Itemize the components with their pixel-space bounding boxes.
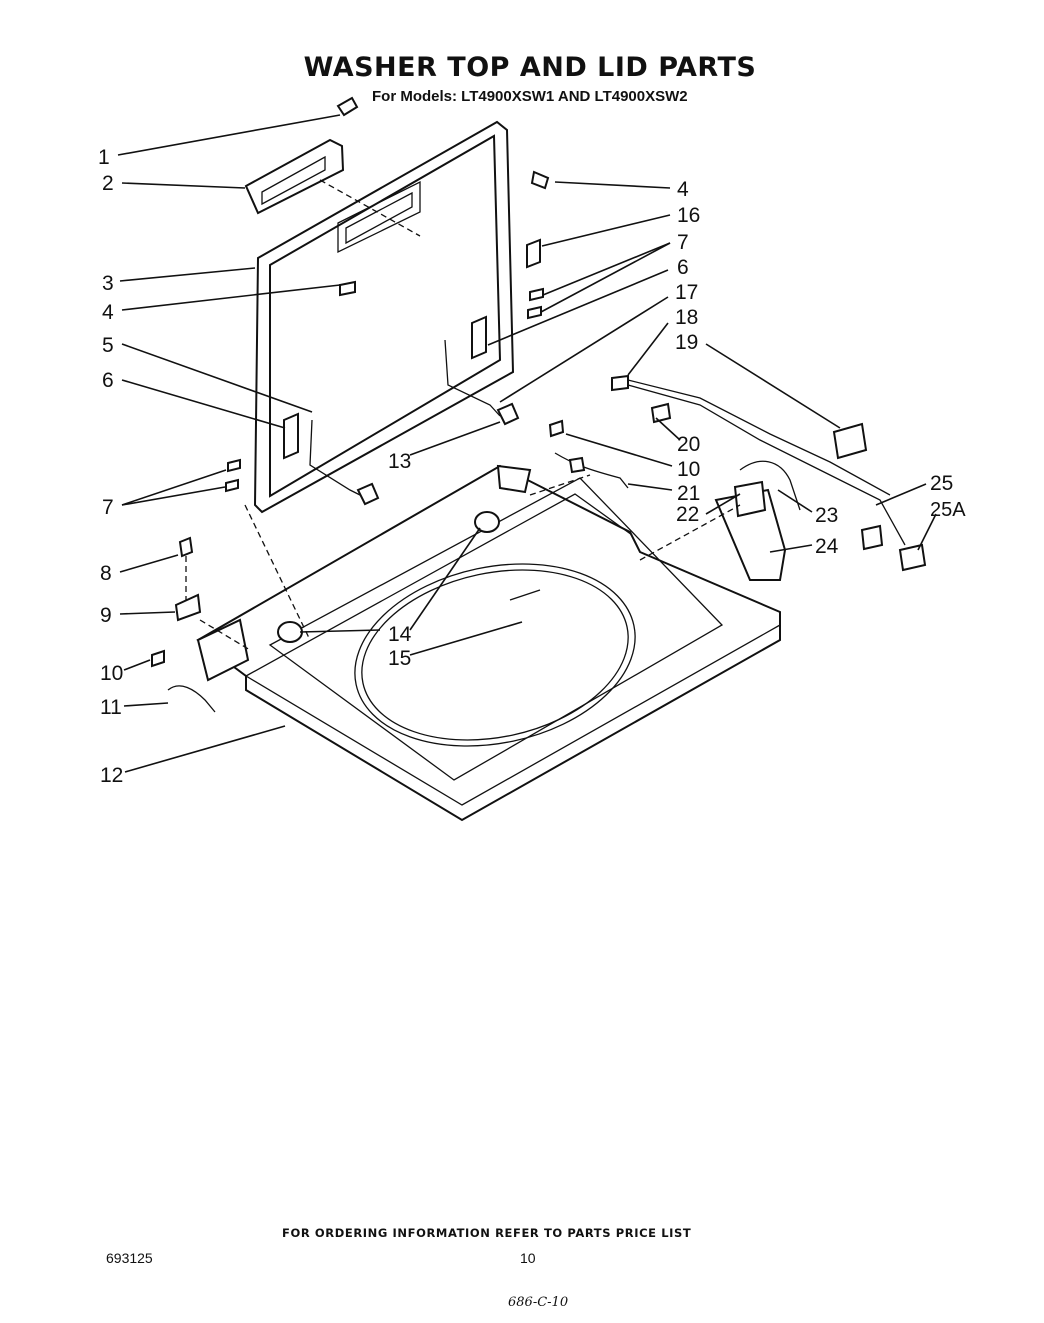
callout-12: 12: [100, 764, 123, 787]
ordering-note: FOR ORDERING INFORMATION REFER TO PARTS …: [282, 1226, 692, 1240]
callout-9: 9: [100, 604, 112, 627]
callout-5: 5: [102, 334, 114, 357]
lid-switch-assembly: [611, 374, 927, 581]
callout-24: 24: [815, 535, 839, 558]
callout-6-left: 6: [102, 369, 114, 392]
callout-17: 17: [675, 281, 698, 304]
callout-1: 1: [98, 146, 110, 169]
callout-8: 8: [100, 562, 112, 585]
callout-21: 21: [677, 482, 700, 505]
callout-19: 19: [675, 331, 698, 354]
lid-handle: [244, 96, 421, 237]
callout-10-right: 10: [677, 458, 700, 481]
page-title: WASHER TOP AND LID PARTS: [303, 52, 757, 83]
callout-16: 16: [677, 204, 700, 227]
callout-18: 18: [675, 306, 698, 329]
guide-lines: [244, 474, 741, 641]
callout-15: 15: [388, 647, 411, 670]
right-hinge-parts: [548, 419, 629, 489]
callout-11: 11: [100, 696, 122, 719]
callout-7-left: 7: [102, 496, 114, 519]
lid-bumpers: [309, 339, 520, 506]
washer-top: [196, 464, 781, 822]
document-number: 693125: [106, 1250, 153, 1266]
callout-22: 22: [676, 503, 699, 526]
lid-hinges: [225, 170, 550, 493]
callout-13: 13: [388, 450, 411, 473]
callout-4-left: 4: [102, 301, 114, 324]
page-number: 10: [520, 1250, 536, 1266]
callout-4-right: 4: [677, 178, 689, 201]
page-subtitle: For Models: LT4900XSW1 AND LT4900XSW2: [372, 88, 688, 105]
callout-3: 3: [102, 272, 114, 295]
callout-numbers: 1 2 3 4 5 6 7 8 9 10 11 12 13 14 15 4 16…: [98, 146, 966, 787]
callout-23: 23: [815, 504, 838, 527]
callout-2: 2: [102, 172, 114, 195]
callout-14: 14: [388, 623, 412, 646]
callout-lines: [117, 114, 937, 773]
top-bumpers: [277, 511, 541, 643]
lid-frame: [253, 120, 515, 514]
callout-7-right: 7: [677, 231, 689, 254]
callout-25a: 25A: [930, 499, 966, 521]
callout-25: 25: [930, 472, 953, 495]
callout-6-right: 6: [677, 256, 689, 279]
handwritten-note: 686-C-10: [508, 1295, 569, 1310]
callout-20: 20: [677, 433, 700, 456]
left-hinge-parts: [151, 536, 251, 713]
callout-10-left: 10: [100, 662, 123, 685]
